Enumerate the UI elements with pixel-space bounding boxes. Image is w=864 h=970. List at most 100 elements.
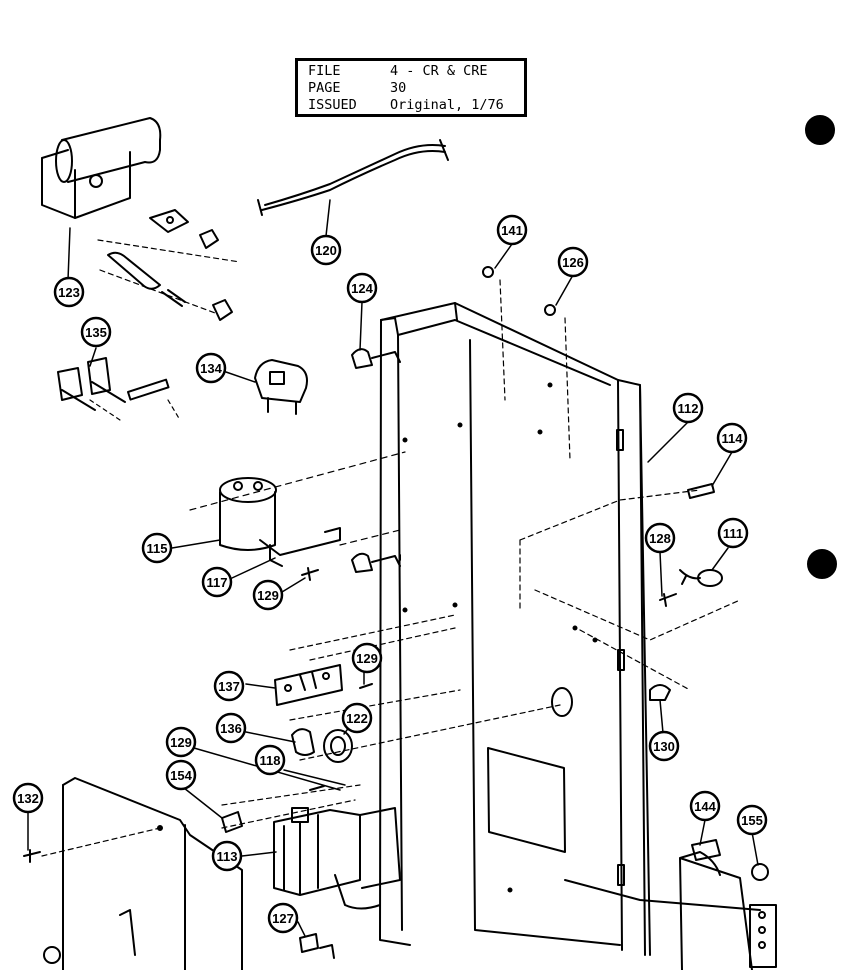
callout-circle (557, 246, 589, 278)
screw-154 (221, 811, 243, 833)
title-row-page: PAGE 30 (308, 80, 514, 97)
callout-label: 136 (220, 721, 242, 736)
upper-clip (351, 348, 401, 369)
callout-136: 136 (215, 712, 247, 744)
callout-label: 123 (58, 285, 80, 300)
callout-label: 129 (356, 651, 378, 666)
plug-bottom-left (43, 946, 61, 964)
callout-115: 115 (141, 532, 173, 564)
nut-127 (299, 933, 335, 959)
screw-132 (23, 849, 41, 863)
callout-117: 117 (201, 566, 233, 598)
callout-circle (736, 804, 768, 836)
capacitor-leader-dashed (189, 451, 406, 546)
file-label: FILE (308, 63, 341, 79)
callout-circle (211, 840, 243, 872)
callout-circle (267, 902, 299, 934)
callout-circle (252, 579, 284, 611)
left-side-panel (62, 777, 243, 970)
callout-112: 112 (672, 392, 704, 424)
grommet (323, 729, 353, 763)
callout-label: 129 (257, 588, 279, 603)
callout-label: 132 (17, 791, 39, 806)
callout-circle (644, 522, 676, 554)
callout-circle (648, 730, 680, 762)
callout-circle (672, 392, 704, 424)
callout-circle (716, 422, 748, 454)
binding-hole-top (805, 115, 835, 145)
screw-129-c (309, 785, 325, 791)
callout-129: 129 (252, 579, 284, 611)
sensing-pin (687, 483, 715, 499)
callout-130: 130 (648, 730, 680, 762)
callout-label: 129 (170, 735, 192, 750)
title-row-file: FILE 4 - CR & CRE (308, 63, 514, 80)
callout-circle (12, 782, 44, 814)
callout-circle (141, 532, 173, 564)
callout-label: 124 (351, 281, 373, 296)
issued-value: Original, 1/76 (390, 97, 504, 113)
callout-144: 144 (689, 790, 721, 822)
title-row-issued: ISSUED Original, 1/76 (308, 97, 514, 114)
page-label: PAGE (308, 80, 341, 96)
callout-113: 113 (211, 840, 243, 872)
callout-label: 113 (217, 849, 238, 864)
callout-circle (195, 352, 227, 384)
callout-111: 111 (717, 517, 749, 549)
callout-154: 154 (165, 759, 197, 791)
callout-label: 120 (315, 243, 337, 258)
callout-circle (351, 642, 383, 674)
callout-126: 126 (557, 246, 589, 278)
callout-label: 122 (346, 711, 368, 726)
callout-circle (165, 726, 197, 758)
screw-128 (659, 593, 677, 607)
callout-circle (215, 712, 247, 744)
callout-label: 154 (170, 768, 192, 783)
callout-circle (80, 316, 112, 348)
wire-harness (257, 139, 449, 216)
callout-127: 127 (267, 902, 299, 934)
callout-label: 114 (722, 431, 744, 446)
lower-clip (351, 552, 401, 573)
callout-137: 137 (213, 670, 245, 702)
callout-circle (201, 566, 233, 598)
callout-circle (310, 234, 342, 266)
screw-126 (544, 304, 556, 316)
callout-132: 132 (12, 782, 44, 814)
issued-label: ISSUED (308, 97, 357, 113)
callout-circle (346, 272, 378, 304)
callout-122: 122 (341, 702, 373, 734)
callout-circle (341, 702, 373, 734)
callout-118: 118 (254, 744, 286, 776)
callout-label: 127 (272, 911, 294, 926)
run-capacitor (219, 477, 341, 567)
callout-label: 144 (694, 799, 716, 814)
callout-label: 137 (218, 679, 240, 694)
callout-circle (717, 517, 749, 549)
callout-label: 135 (85, 325, 107, 340)
screw-129-b (359, 683, 373, 689)
callout-label: 128 (649, 531, 671, 546)
callout-label: 111 (723, 526, 743, 541)
callout-120: 120 (310, 234, 342, 266)
callout-124: 124 (346, 272, 378, 304)
terminal-board (274, 614, 456, 706)
callout-label: 118 (260, 753, 281, 768)
callout-circle (213, 670, 245, 702)
junction-box (679, 839, 777, 970)
callout-label: 112 (678, 401, 699, 416)
callout-128: 128 (644, 522, 676, 554)
callout-circle (689, 790, 721, 822)
callout-label: 117 (207, 575, 228, 590)
callout-circle (165, 759, 197, 791)
callout-141: 141 (496, 214, 528, 246)
start-capacitor-assembly (41, 117, 241, 321)
callout-155: 155 (736, 804, 768, 836)
wire-clamp (291, 728, 315, 756)
callout-123: 123 (53, 276, 85, 308)
title-block: FILE 4 - CR & CRE PAGE 30 ISSUED Origina… (295, 58, 527, 117)
callout-circle (496, 214, 528, 246)
callout-circle (53, 276, 85, 308)
